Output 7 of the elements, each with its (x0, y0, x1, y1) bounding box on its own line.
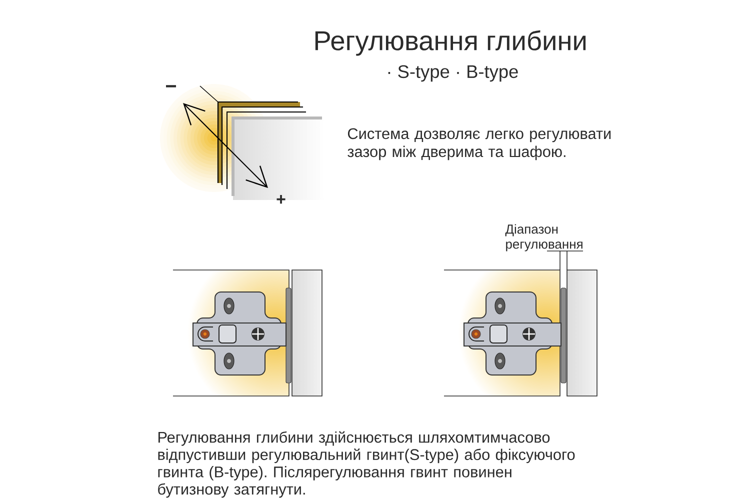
subtitle: · S-type · B-type (388, 65, 518, 82)
body-text: Регулювання глибини здійснюється шляхомтимчасово відпустивши регулювальний гвинт(S-type) або фіксуючого гвинта (B-type). Післярегулювання гвинт повинен бутизнову затягнути. (158, 431, 575, 498)
description-text: Система дозволяє легко регулювати зазор між дверима та шафою. (348, 128, 611, 160)
plus-sign: + (276, 195, 286, 204)
range-label: Діапазон регулювання (505, 224, 582, 252)
title: Регулювання глибини (315, 30, 586, 56)
minus-sign: − (166, 85, 176, 88)
